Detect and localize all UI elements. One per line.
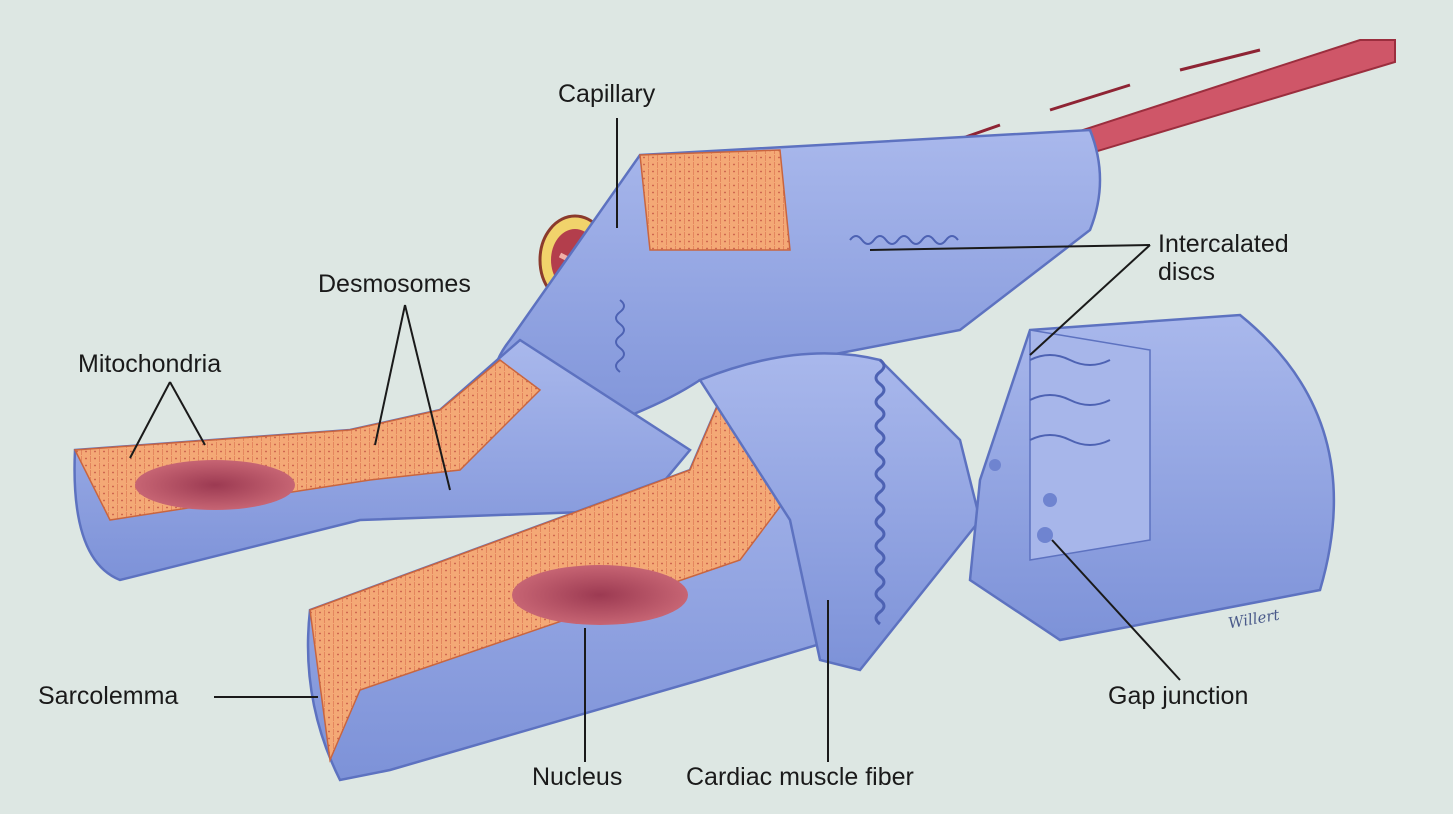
gap-junction-site	[1037, 527, 1053, 543]
nucleus-upper	[135, 460, 295, 510]
label-intercalated-discs: Intercalated discs	[1158, 230, 1289, 286]
right-muscle-fiber	[970, 315, 1334, 640]
nucleus-lower	[512, 565, 688, 625]
label-cardiac-muscle-fiber: Cardiac muscle fiber	[686, 763, 914, 791]
label-sarcolemma: Sarcolemma	[38, 682, 178, 710]
label-desmosomes: Desmosomes	[318, 270, 471, 298]
label-capillary: Capillary	[558, 80, 655, 108]
label-gap-junction: Gap junction	[1108, 682, 1248, 710]
label-nucleus: Nucleus	[532, 763, 622, 791]
label-mitochondria: Mitochondria	[78, 350, 221, 378]
